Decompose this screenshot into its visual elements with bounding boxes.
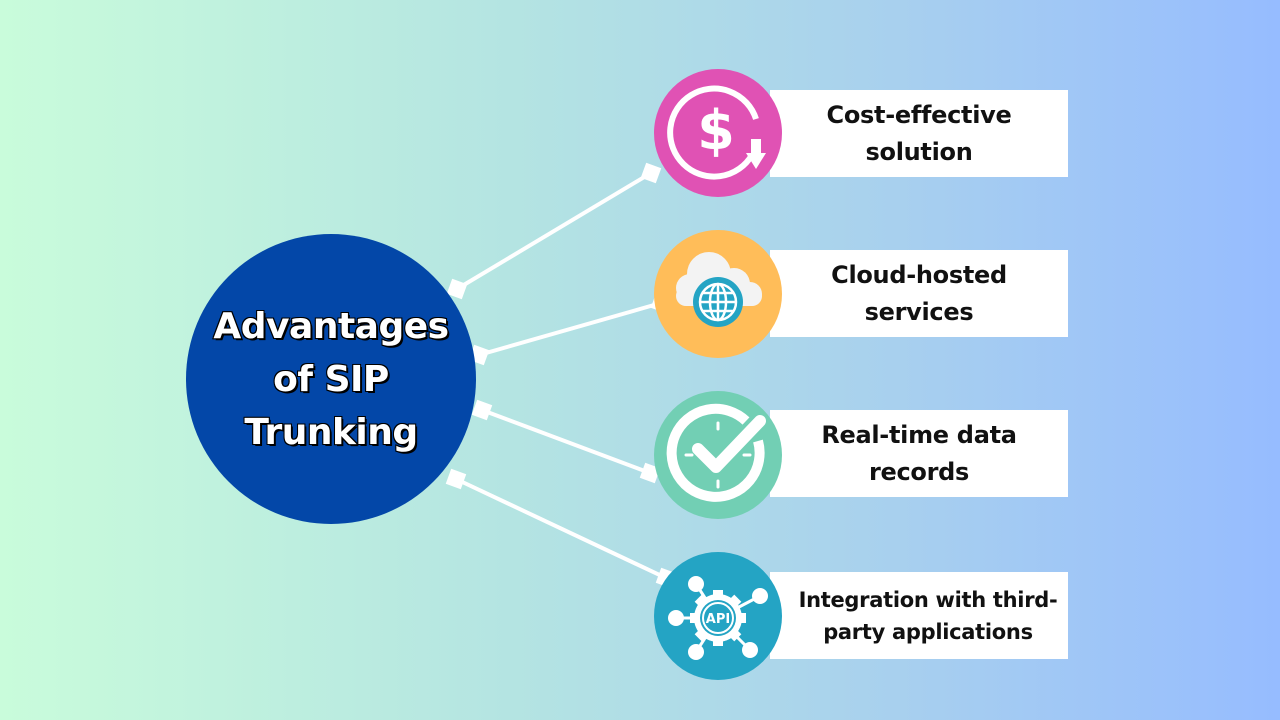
dollar-down-arrow-icon: $ (654, 69, 782, 197)
hub-circle: Advantages of SIP Trunking (186, 234, 476, 524)
clock-check-icon (654, 391, 782, 519)
item-label: Cost-effective solution (826, 100, 1012, 166)
item-integration: Integration with third-party application… (770, 572, 1068, 659)
svg-text:$: $ (697, 99, 735, 162)
item-cloud-hosted: Cloud-hosted services (770, 250, 1068, 337)
cloud-globe-icon (654, 230, 782, 358)
item-label: Real-time data records (821, 420, 1017, 486)
api-gear-network-icon: API (654, 552, 782, 680)
item-label: Integration with third-party application… (798, 587, 1058, 644)
svg-text:API: API (706, 612, 730, 627)
item-cost-effective: Cost-effective solution (770, 90, 1068, 177)
item-label: Cloud-hosted services (831, 260, 1007, 326)
item-real-time: Real-time data records (770, 410, 1068, 497)
hub-title: Advantages of SIP Trunking (212, 305, 450, 454)
